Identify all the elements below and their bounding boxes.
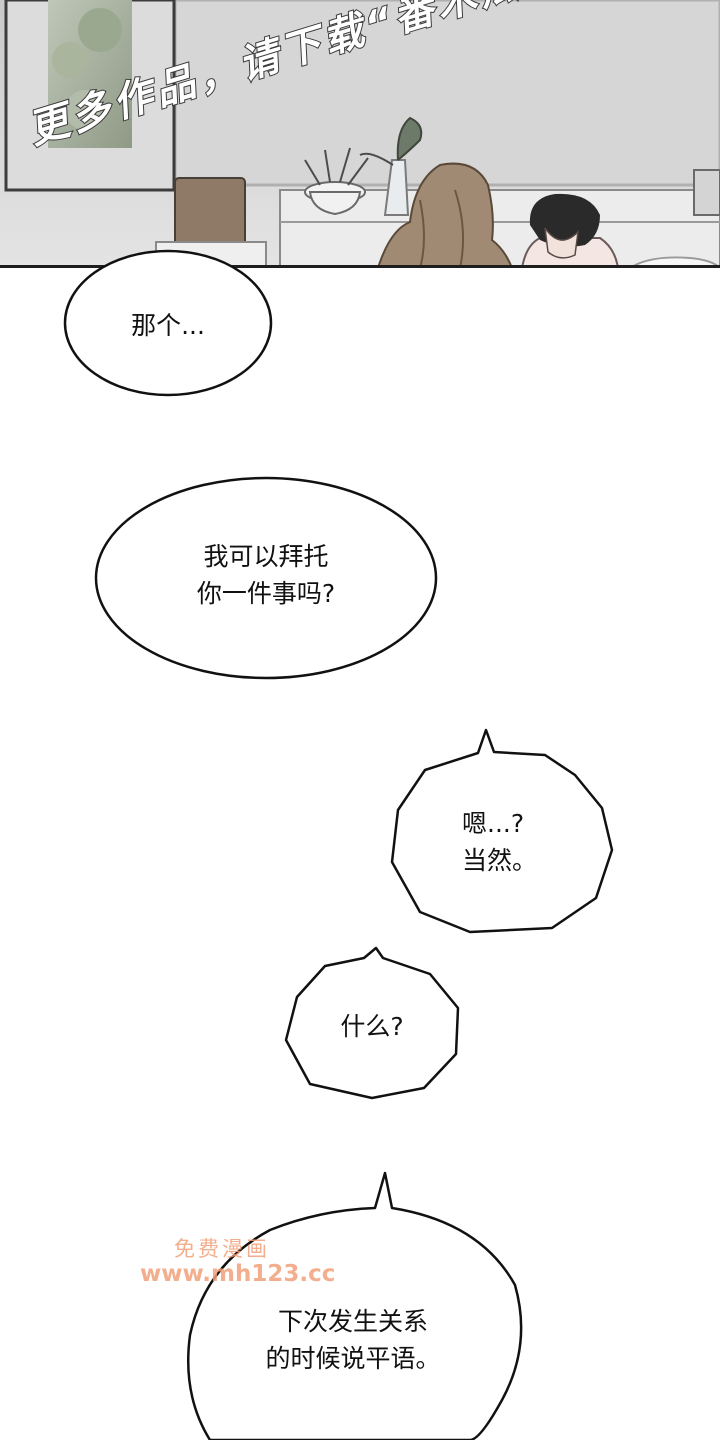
site-watermark-line-2: www.mh123.cc: [140, 1261, 336, 1287]
bubble-1-line-1: 那个...: [131, 311, 205, 340]
bubble-text-3: 嗯...? 当然。: [462, 805, 552, 879]
bubble-text-5: 下次发生关系 的时候说平语。: [243, 1303, 463, 1377]
bubble-text-2: 我可以拜托 你一件事吗?: [166, 538, 366, 612]
site-watermark: 免费漫画 www.mh123.cc: [140, 1233, 335, 1287]
bubble-2-line-2: 你一件事吗?: [196, 579, 336, 608]
bubble-3-line-2: 当然。: [462, 846, 538, 875]
site-watermark-line-1: 免费漫画: [174, 1237, 270, 1261]
bubble-text-4: 什么?: [322, 1008, 422, 1045]
bubble-5-line-2: 的时候说平语。: [265, 1344, 441, 1373]
bubble-2-line-1: 我可以拜托: [203, 542, 329, 571]
bubble-5-line-1: 下次发生关系: [277, 1307, 428, 1336]
bubble-3-line-1: 嗯...?: [462, 809, 525, 838]
comic-panel: 更多作品，请下载“番木瓜”APP。: [0, 0, 720, 268]
bubble-text-1: 那个...: [118, 307, 218, 344]
bubble-4-line-1: 什么?: [340, 1012, 404, 1041]
